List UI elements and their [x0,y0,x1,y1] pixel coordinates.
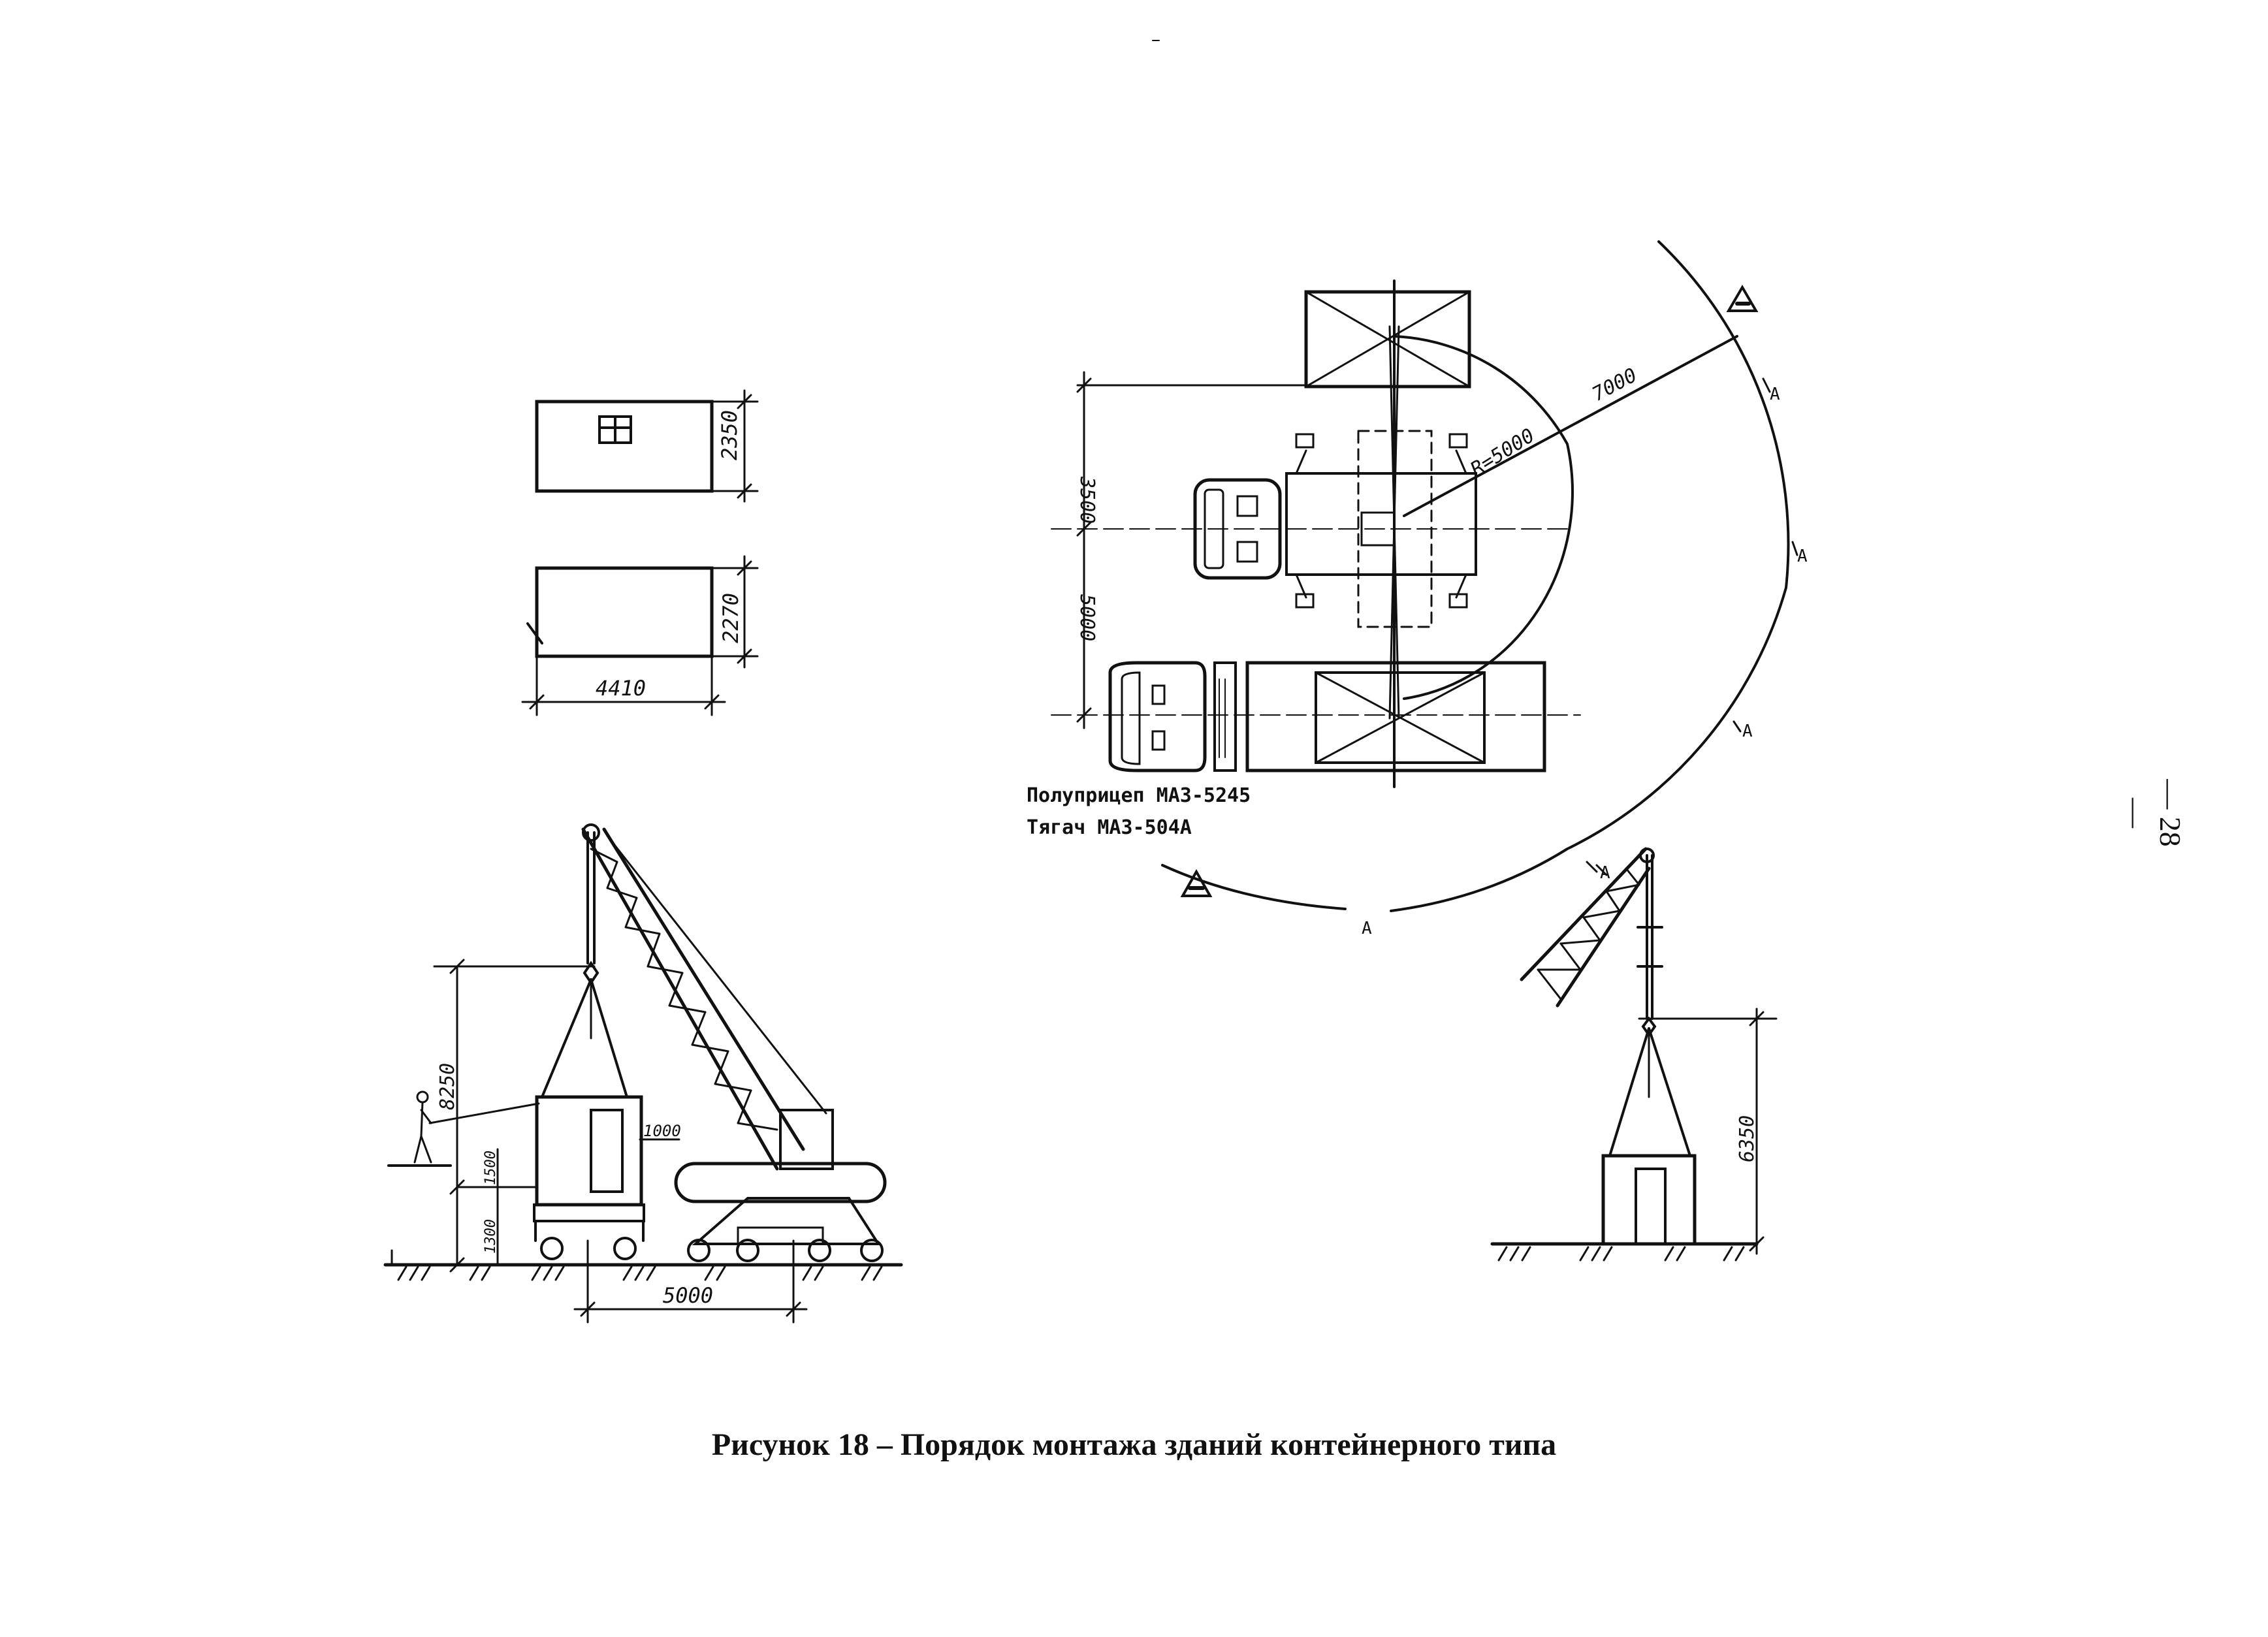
placement-view: 6350 [1490,847,1778,1262]
dim-offset-mid: 1500 [483,1151,499,1185]
side-elevation-view: 8250 1500 1300 1000 5000 [383,823,903,1324]
sector-marker-3: A [1742,722,1753,741]
dim-lift-height: 8250 [436,1063,459,1110]
container-side-view: 2270 4410 [521,555,759,716]
dim-offset-low: 1300 [483,1219,499,1254]
container-top-view: 2350 [535,389,759,503]
label-tractor: Тягач МАЗ-504А [1027,816,1192,839]
label-trailer: Полуприцеп МАЗ-5245 [1027,784,1251,807]
label-radius-outer: 7000 [1588,364,1640,406]
warning-triangle-icon [1726,285,1759,312]
sector-marker-5: A [1362,919,1372,938]
dim-plan-lower: 5000 [1076,594,1098,641]
dim-plan-upper: 3500 [1076,476,1098,524]
dim-reach: 5000 [663,1283,713,1308]
sector-marker-2: A [1797,547,1808,566]
dim-container-length: 4410 [596,676,646,701]
page-number: — 28 — [2119,779,2187,847]
figure-caption: Рисунок 18 – Порядок монтажа зданий конт… [711,1427,1557,1462]
dim-offset-upper: 1000 [643,1122,681,1140]
dim-placement-height: 6350 [1736,1115,1759,1162]
sector-marker-1: A [1770,385,1780,404]
worker-figure-icon [387,1090,452,1167]
warning-triangle-icon [1180,868,1213,897]
dim-container-height-top: 2350 [717,410,742,460]
dim-container-height-side: 2270 [718,593,743,643]
plan-view: A A A A A R=5000 7000 [1027,240,1808,938]
label-radius-inner: R=5000 [1467,424,1539,481]
